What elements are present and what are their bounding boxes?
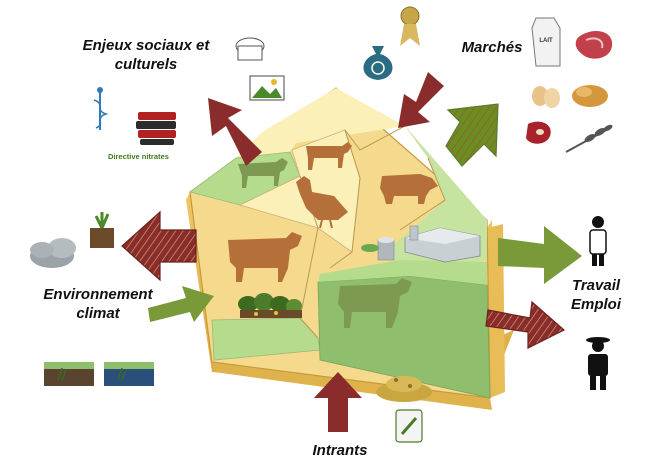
chef-hat-icon bbox=[235, 37, 265, 61]
label-environnement: Environnement climat bbox=[18, 285, 178, 323]
label-travail-emploi: Travail Emploi bbox=[556, 276, 636, 314]
label-intrants: Intrants bbox=[312, 442, 368, 459]
cow-small-left-icon bbox=[238, 158, 288, 188]
wheat-icon bbox=[565, 124, 613, 153]
arrow-from-environnement bbox=[148, 286, 214, 322]
farm-buildings bbox=[361, 225, 481, 263]
feed-pile-icon bbox=[376, 376, 432, 402]
cow-green-icon bbox=[338, 278, 412, 328]
books-icon bbox=[136, 112, 176, 145]
trees-icon bbox=[238, 293, 302, 318]
roast-chicken-icon bbox=[572, 85, 608, 107]
arrow-from-marches bbox=[398, 72, 444, 128]
arrow-hatched-to-environnement bbox=[121, 210, 197, 282]
cow-brown-large-icon bbox=[228, 232, 302, 282]
chicken-icon bbox=[296, 176, 348, 229]
field-top-pale bbox=[236, 88, 405, 158]
label-enjeux-line2: culturels bbox=[114, 56, 178, 73]
label-travail-line2: Emploi bbox=[570, 296, 621, 313]
label-marches: Marchés bbox=[461, 39, 523, 56]
label-directive-nitrates: Directive nitrates bbox=[108, 152, 169, 161]
vet-icon bbox=[586, 337, 610, 390]
field-bottom-left-green bbox=[211, 317, 321, 361]
arrow-to-travail-upper bbox=[498, 226, 582, 284]
label-environnement-line1: Environnement bbox=[43, 286, 153, 303]
water-soil-profile-icon bbox=[104, 362, 154, 386]
landscape-photo-icon bbox=[249, 75, 285, 101]
arrow-hatched-to-marches bbox=[445, 103, 499, 167]
milk-carton-label: LAIT bbox=[539, 38, 553, 44]
money-bag-icon bbox=[363, 46, 393, 80]
plant-in-soil-icon bbox=[90, 212, 114, 248]
ribbon-seal-icon bbox=[400, 6, 420, 46]
caduceus-icon bbox=[93, 87, 109, 130]
eggs-icon bbox=[532, 86, 560, 108]
rain-cloud-icon bbox=[30, 238, 76, 268]
label-travail-line1: Travail bbox=[571, 277, 621, 294]
farmer-icon bbox=[589, 216, 607, 266]
meat-icon bbox=[575, 31, 613, 59]
field-mid-green bbox=[318, 260, 487, 285]
arrow-hatched-to-travail-lower bbox=[485, 300, 566, 349]
soil-profile-icon bbox=[44, 362, 94, 386]
label-enjeux-sociaux: Enjeux sociaux et culturels bbox=[66, 36, 226, 74]
steak-icon bbox=[526, 121, 551, 144]
arrow-from-intrants bbox=[314, 372, 362, 432]
arrow-to-enjeux bbox=[208, 98, 262, 166]
cow-small-top-icon bbox=[306, 142, 352, 170]
label-enjeux-line1: Enjeux sociaux et bbox=[82, 37, 210, 54]
pig-icon bbox=[380, 174, 438, 204]
milk-carton-icon: LAIT bbox=[531, 17, 561, 67]
fertilizer-bag-icon bbox=[395, 409, 423, 443]
label-environnement-line2: climat bbox=[76, 305, 120, 322]
